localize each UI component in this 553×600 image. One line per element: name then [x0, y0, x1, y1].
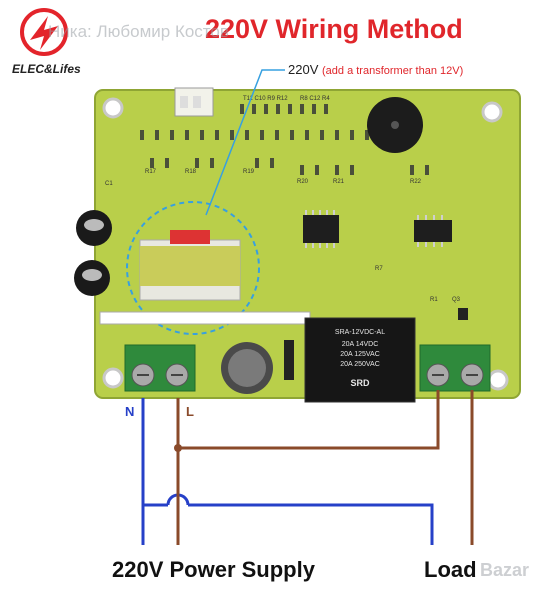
annotation-voltage: 220V [288, 62, 319, 77]
svg-text:R18: R18 [185, 169, 197, 175]
watermark-bottom: Bazar [480, 560, 530, 580]
svg-text:SRA-12VDC-AL: SRA-12VDC-AL [335, 329, 385, 336]
terminal-label-neutral: N [125, 404, 135, 419]
svg-text:R7: R7 [375, 266, 383, 272]
page-title: 220V Wiring Method [205, 14, 463, 44]
svg-text:C1: C1 [105, 181, 113, 187]
svg-text:T11 C10 R9 R12: T11 C10 R9 R12 [243, 96, 288, 102]
terminal-block-output [419, 344, 491, 392]
svg-text:R8 C12 R4: R8 C12 R4 [300, 96, 330, 102]
voltage-annotation: 220V (add a transformer than 12V) [288, 62, 463, 77]
highlight-circle [126, 201, 260, 335]
svg-text:R21: R21 [333, 179, 345, 185]
terminal-label-live: L [186, 404, 194, 419]
svg-text:R1: R1 [430, 297, 438, 303]
neutral-wire [141, 398, 434, 545]
svg-text:R22: R22 [410, 179, 422, 185]
svg-text:SRD: SRD [350, 378, 370, 388]
svg-text:R20: R20 [297, 179, 309, 185]
ic-u3 [303, 215, 339, 243]
pcb-pads [140, 104, 429, 175]
svg-text:R17: R17 [145, 169, 157, 175]
watermark-top: Ника: Любомир Костов [48, 22, 229, 41]
annotation-note: (add a transformer than 12V) [322, 65, 464, 77]
power-supply-label: 220V Power Supply [112, 557, 315, 582]
ic-u2 [414, 220, 452, 242]
annotation-pointer [205, 69, 285, 216]
svg-text:20A 14VDC: 20A 14VDC [342, 341, 379, 348]
svg-text:20A 125VAC: 20A 125VAC [340, 351, 380, 358]
svg-text:R19: R19 [243, 169, 255, 175]
svg-text:Q3: Q3 [452, 297, 461, 303]
svg-text:20A 250VAC: 20A 250VAC [340, 361, 380, 368]
brand-logo-mark [20, 8, 68, 56]
relay [304, 317, 416, 403]
terminal-block-input [124, 344, 196, 392]
live-wire [176, 390, 474, 545]
load-label: Load [424, 557, 477, 582]
brand-name: ELEC&Lifes [12, 62, 81, 76]
